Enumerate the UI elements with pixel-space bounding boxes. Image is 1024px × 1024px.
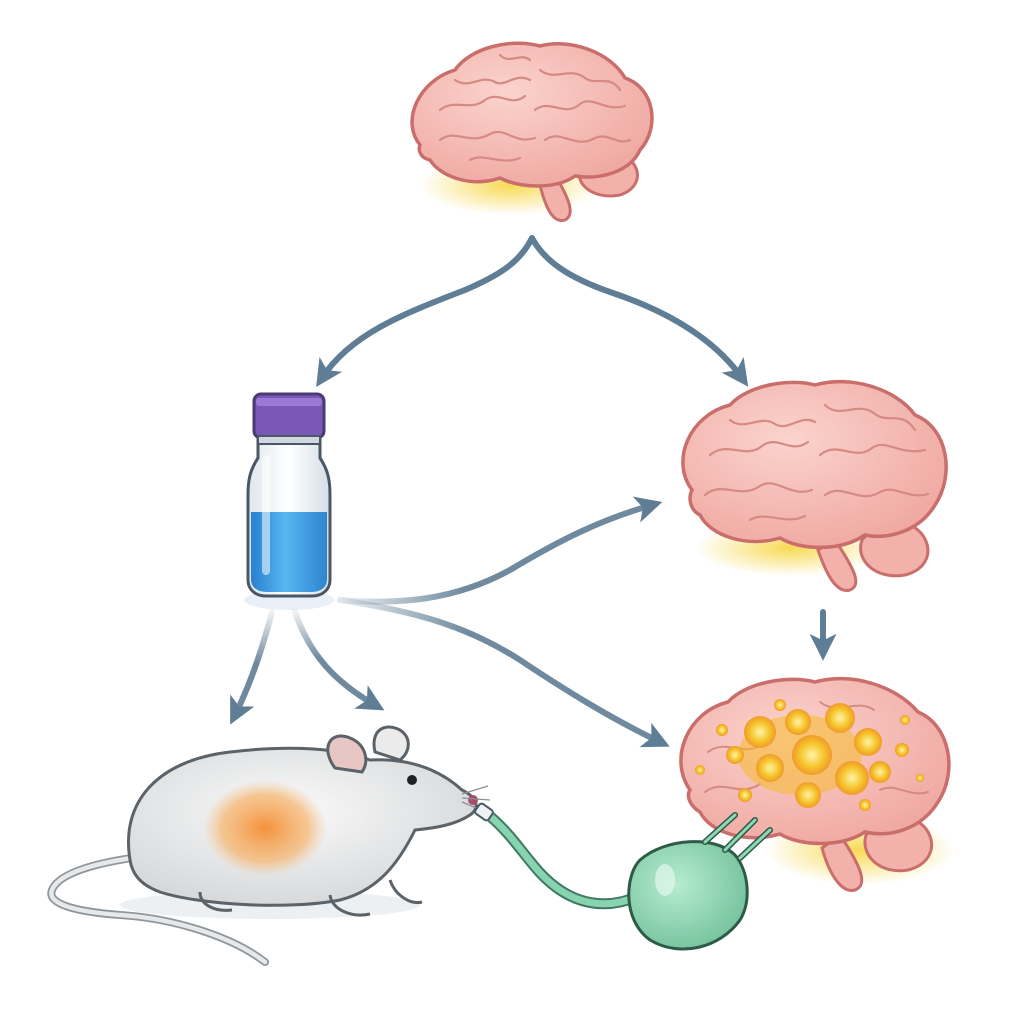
arrow-vial-to-lesioned-brain bbox=[337, 597, 670, 748]
vial-icon bbox=[244, 392, 334, 610]
lesion-spots bbox=[695, 699, 924, 811]
brain-icon bbox=[681, 380, 948, 592]
arrows bbox=[230, 235, 837, 748]
brain-with-lesions-icon bbox=[679, 677, 951, 892]
mouse-highlight-region bbox=[203, 780, 327, 876]
mask-icon bbox=[627, 812, 773, 951]
inhaler-mask bbox=[474, 802, 773, 951]
mouse bbox=[47, 725, 491, 966]
brain-icon bbox=[410, 41, 654, 222]
arrow-vial-to-healthy-brain bbox=[337, 496, 663, 605]
arrow-vial-to-mouse-left bbox=[230, 609, 275, 725]
healthy-brain bbox=[681, 380, 948, 592]
arrow-source-to-healthy-brain bbox=[529, 235, 749, 387]
arrow-vial-to-mouse-right bbox=[292, 609, 385, 711]
source-brain bbox=[410, 41, 654, 222]
arrow-source-to-vial bbox=[316, 235, 535, 388]
mouse-icon bbox=[47, 725, 491, 966]
lesioned-brain bbox=[679, 677, 955, 892]
vial bbox=[244, 392, 334, 610]
